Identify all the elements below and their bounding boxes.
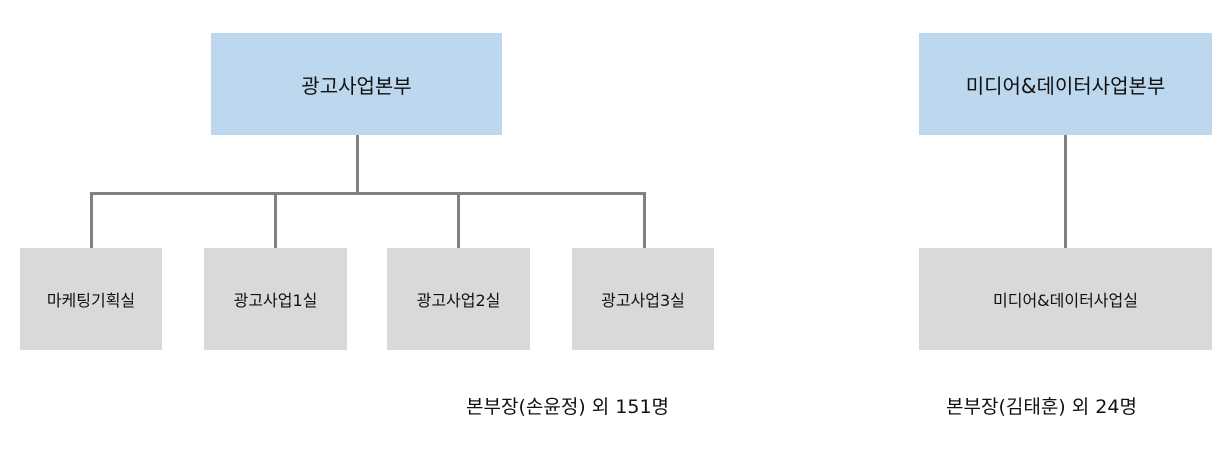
left-drop-connector-2 xyxy=(274,192,277,248)
left-headcount-note: 본부장(손윤정) 외 151명 xyxy=(466,396,670,418)
left-drop-connector-3 xyxy=(457,192,460,248)
left-drop-connector-1 xyxy=(90,192,93,248)
right-trunk-connector xyxy=(1064,135,1067,248)
left-unit-label-2: 광고사업1실 xyxy=(233,291,318,310)
left-unit-box-2: 광고사업1실 xyxy=(204,248,347,350)
right-head-label: 미디어&데이터사업본부 xyxy=(965,73,1166,98)
left-unit-box-3: 광고사업2실 xyxy=(387,248,530,350)
left-unit-box-1: 마케팅기획실 xyxy=(20,248,162,350)
right-headcount-note: 본부장(김태훈) 외 24명 xyxy=(946,396,1137,418)
left-head-label: 광고사업본부 xyxy=(301,73,412,98)
right-unit-label-1: 미디어&데이터사업실 xyxy=(993,291,1138,310)
right-unit-box-1: 미디어&데이터사업실 xyxy=(919,248,1212,350)
left-trunk-connector xyxy=(356,135,359,194)
right-head-box: 미디어&데이터사업본부 xyxy=(919,33,1212,135)
left-head-box: 광고사업본부 xyxy=(211,33,502,135)
left-bus-connector xyxy=(90,192,646,195)
left-unit-label-1: 마케팅기획실 xyxy=(46,291,136,310)
left-drop-connector-4 xyxy=(643,192,646,248)
left-unit-label-3: 광고사업2실 xyxy=(416,291,501,310)
left-unit-label-4: 광고사업3실 xyxy=(601,291,685,310)
left-unit-box-4: 광고사업3실 xyxy=(572,248,714,350)
